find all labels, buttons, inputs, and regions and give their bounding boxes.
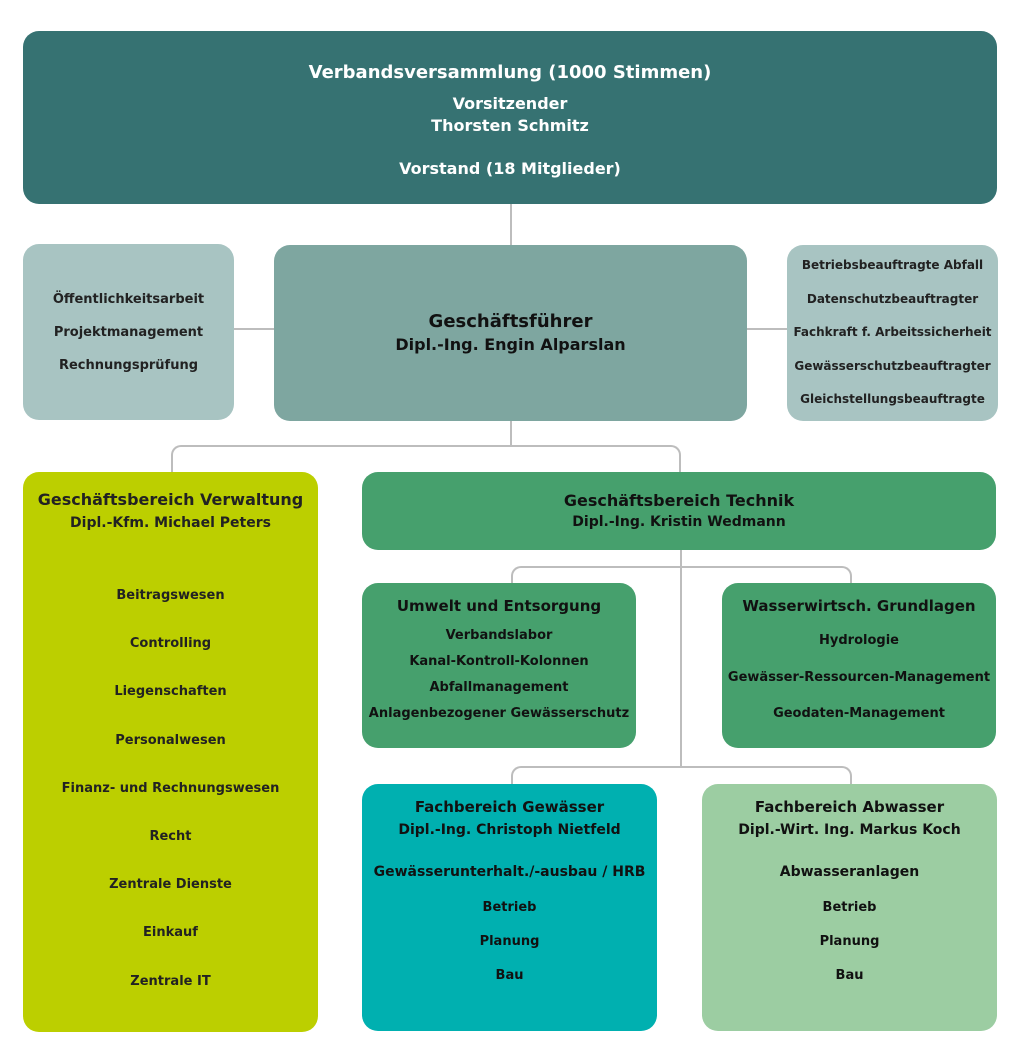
staff-right-item: Gewässerschutzbeauftragter [794, 358, 991, 373]
list-item: Anlagenbezogener Gewässerschutz [368, 706, 630, 721]
list-item: Betrieb [822, 900, 877, 915]
connector-technik-departments [511, 566, 852, 583]
list-item: Gewässer-Ressourcen-Management [727, 669, 991, 685]
list-item: Abfallmanagement [429, 680, 569, 695]
staff-right-item: Fachkraft f. Arbeitssicherheit [793, 325, 992, 340]
list-item: Zentrale Dienste [109, 877, 232, 893]
staff-left-item: Rechnungsprüfung [58, 357, 199, 373]
verwaltung-title: Geschäftsbereich Verwaltung [37, 490, 304, 509]
list-item: Verbandslabor [445, 628, 553, 643]
gewaesser-section: Gewässerunterhalt./-ausbau / HRB [373, 864, 646, 880]
department-wasserwirtschaft: Wasserwirtsch. Grundlagen Hydrologie Gew… [722, 583, 996, 748]
list-item: Hydrologie [819, 633, 899, 648]
staff-right-item: Gleichstellungsbeauftragte [800, 392, 985, 407]
abwasser-lead: Dipl.-Wirt. Ing. Markus Koch [738, 822, 961, 838]
list-item: Geodaten-Management [773, 706, 945, 721]
staff-right-box: Betriebsbeauftragte Abfall Datenschutzbe… [787, 245, 998, 421]
connector-technik-fachbereiche [511, 766, 852, 784]
umwelt-title: Umwelt und Entsorgung [396, 597, 602, 615]
list-item: Zentrale IT [130, 973, 211, 989]
staff-right-item: Datenschutzbeauftragter [806, 291, 979, 306]
gewaesser-lead: Dipl.-Ing. Christoph Nietfeld [398, 822, 621, 838]
list-item: Beitragswesen [116, 588, 225, 603]
chair-name: Thorsten Schmitz [431, 116, 589, 135]
list-item: Einkauf [143, 925, 198, 941]
list-item: Bau [835, 968, 864, 983]
list-item: Planung [479, 934, 540, 949]
fachbereich-gewaesser: Fachbereich Gewässer Dipl.-Ing. Christop… [362, 784, 657, 1031]
connector-ceo-divisions [171, 445, 681, 472]
list-item: Betrieb [482, 900, 537, 915]
staff-left-box: Öffentlichkeitsarbeit Projektmanagement … [23, 244, 234, 420]
department-umwelt: Umwelt und Entsorgung Verbandslabor Kana… [362, 583, 636, 748]
list-item: Liegenschaften [114, 684, 227, 700]
list-item: Finanz- und Rechnungswesen [61, 780, 280, 796]
fachbereich-abwasser: Fachbereich Abwasser Dipl.-Wirt. Ing. Ma… [702, 784, 997, 1031]
gewaesser-title: Fachbereich Gewässer [414, 798, 605, 816]
verwaltung-lead: Dipl.-Kfm. Michael Peters [70, 515, 271, 531]
staff-right-item: Betriebsbeauftragte Abfall [801, 258, 984, 273]
ceo-box: Geschäftsführer Dipl.-Ing. Engin Alparsl… [274, 245, 747, 421]
chair-role: Vorsitzender [452, 94, 568, 113]
list-item: Personalwesen [115, 732, 226, 748]
list-item: Bau [495, 968, 524, 983]
list-item: Planung [819, 934, 880, 949]
ceo-name: Dipl.-Ing. Engin Alparslan [395, 335, 626, 354]
list-item: Kanal-Kontroll-Kolonnen [409, 654, 589, 669]
connector-staff-left [234, 328, 274, 330]
abwasser-title: Fachbereich Abwasser [754, 798, 945, 816]
connector-technik-trunk [680, 550, 682, 766]
connector-assembly-ceo [510, 204, 512, 245]
board-label: Vorstand (18 Mitglieder) [399, 159, 621, 178]
ceo-title: Geschäftsführer [428, 311, 593, 332]
list-item: Controlling [129, 636, 212, 652]
assembly-title: Verbandsversammlung (1000 Stimmen) [308, 62, 712, 83]
assembly-box: Verbandsversammlung (1000 Stimmen) Vorsi… [23, 31, 997, 204]
staff-left-item: Öffentlichkeitsarbeit [52, 291, 205, 307]
staff-left-item: Projektmanagement [53, 324, 204, 340]
connector-ceo-down [510, 421, 512, 445]
division-verwaltung: Geschäftsbereich Verwaltung Dipl.-Kfm. M… [23, 472, 318, 1032]
verwaltung-list: Beitragswesen Controlling Liegenschaften… [62, 572, 280, 1006]
connector-staff-right [747, 328, 787, 330]
abwasser-section: Abwasseranlagen [779, 864, 920, 880]
division-technik: Geschäftsbereich Technik Dipl.-Ing. Kris… [362, 472, 996, 550]
list-item: Recht [149, 829, 192, 845]
technik-lead: Dipl.-Ing. Kristin Wedmann [572, 514, 786, 530]
wasser-title: Wasserwirtsch. Grundlagen [742, 597, 976, 615]
technik-title: Geschäftsbereich Technik [563, 491, 795, 510]
